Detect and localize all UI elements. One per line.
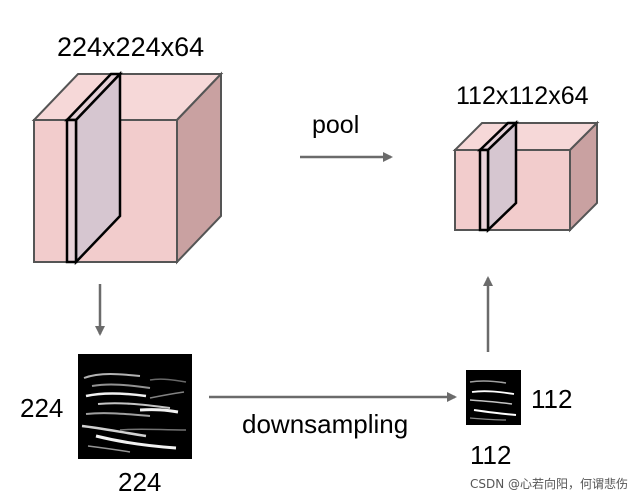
input-dims-label: 224x224x64: [57, 32, 204, 62]
pool-label: pool: [312, 111, 359, 139]
output-activation-texture: [469, 380, 517, 421]
output-activation-map-bg: [466, 370, 521, 425]
output-volume: [452, 120, 600, 233]
input-activation-map-bg: [78, 354, 192, 459]
input-width-label: 224: [118, 467, 161, 497]
input-activation-map: [78, 354, 192, 459]
output-activation-map: [466, 370, 521, 425]
output-width-label: 112: [531, 384, 572, 414]
input-slice-front: [65, 118, 78, 264]
input-activation-texture: [81, 373, 187, 453]
output-slice-front: [478, 148, 490, 232]
watermark-text: CSDN @心若向阳，何谓悲伤: [470, 476, 628, 491]
downsampling-label: downsampling: [242, 409, 408, 439]
output-dims-label: 112x112x64: [456, 82, 589, 110]
output-height-label: 112: [470, 440, 511, 470]
input-height-label: 224: [20, 393, 63, 423]
input-volume: [31, 70, 224, 266]
